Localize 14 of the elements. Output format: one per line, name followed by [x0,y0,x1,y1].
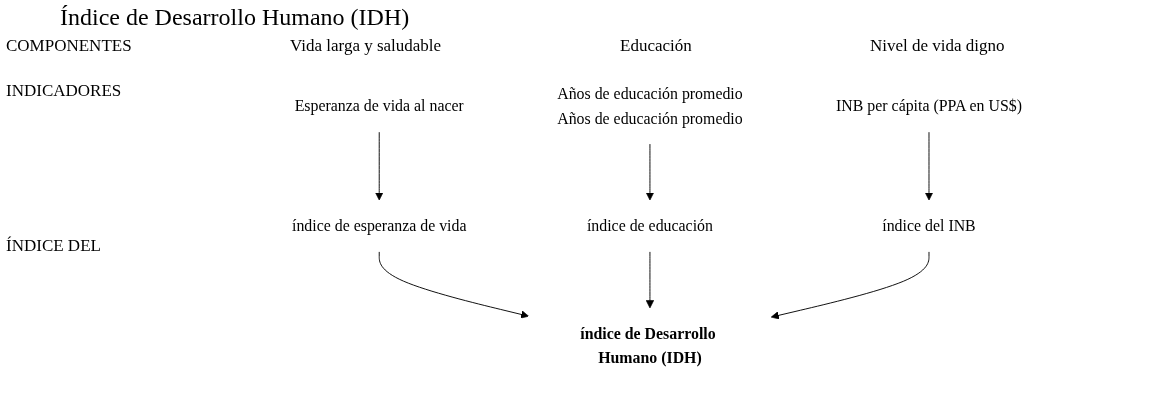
node-text: Años de educación promedio Años de educación promedio [557,85,743,127]
node-text: índice del INB [882,216,976,235]
node-text: Esperanza de vida al nacer [294,97,464,115]
component-label: Vida larga y saludable [290,36,442,56]
node-text: índice de esperanza de vida [292,216,467,235]
component-label: Nivel de vida digno [870,36,1005,56]
node-text: INB per cápita (PPA en US$) [836,97,1022,115]
component-label: Educación [620,36,692,56]
diagram-title: Índice de Desarrollo Humano (IDH) [60,4,410,31]
row-heading: ÍNDICE DEL [6,236,101,256]
row-heading: COMPONENTES [6,36,132,56]
node-text: índice de Desarrollo Humano (IDH) [580,324,716,367]
row-heading: INDICADORES [6,81,122,101]
node-text: índice de educación [586,216,713,235]
